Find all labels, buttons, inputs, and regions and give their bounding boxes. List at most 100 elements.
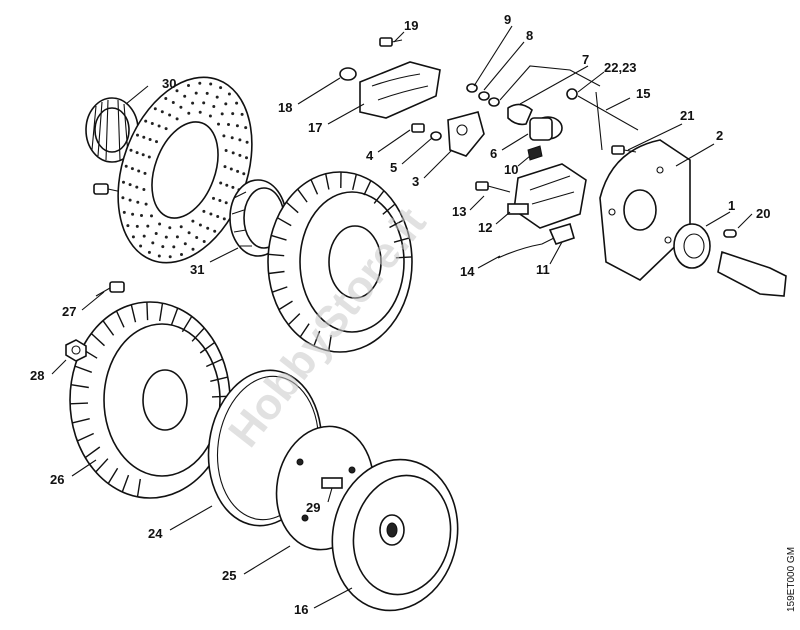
perforation-hole [227, 123, 230, 126]
cooling-fin [352, 174, 357, 191]
perforation-hole [183, 94, 187, 98]
cooling-fin [270, 234, 287, 241]
cooling-fin [199, 341, 216, 354]
perforation-hole [147, 155, 151, 159]
perforation-hole [224, 102, 228, 106]
perforation-hole [147, 250, 151, 254]
reference-code: 159ET000 GM [786, 547, 797, 612]
perforation-hole [168, 255, 172, 259]
perforation-hole [223, 165, 227, 169]
perforation-hole [219, 86, 223, 90]
perforation-hole [240, 112, 244, 116]
finned-rotor-part-26 [69, 301, 231, 499]
perforation-hole [231, 151, 235, 155]
callout-22-23: 22,23 [604, 60, 637, 75]
perforation-hole [144, 202, 148, 206]
washer-part-5 [430, 131, 442, 141]
cooling-fin [313, 330, 321, 347]
callout-27: 27 [62, 304, 76, 319]
perforation-hole [231, 185, 235, 189]
cover-part-17 [359, 61, 441, 119]
perforation-hole [131, 212, 135, 216]
cooling-fin [328, 334, 332, 352]
perforation-hole [154, 232, 158, 235]
screw-part-13 [475, 181, 511, 193]
callout-5: 5 [390, 160, 397, 175]
cooling-fin [70, 384, 89, 389]
perforation-hole [209, 212, 213, 216]
callout-labels: 19 9 8 7 22,23 15 21 2 1 20 18 17 4 5 3 … [30, 12, 770, 617]
callout-1: 1 [728, 198, 735, 213]
perforation-hole [158, 222, 162, 226]
perforation-hole [135, 151, 139, 155]
callout-26: 26 [50, 472, 64, 487]
perforation-hole [175, 117, 179, 121]
callout-16: 16 [294, 602, 308, 617]
callout-3: 3 [412, 174, 419, 189]
perforation-hole [198, 81, 202, 85]
callout-28: 28 [30, 368, 44, 383]
cooling-fin [325, 173, 330, 190]
cooling-fin [72, 418, 90, 424]
cooling-fin [77, 432, 94, 442]
cooling-fin [181, 316, 193, 333]
callout-12: 12 [478, 220, 492, 235]
stator-plate-part-2 [599, 139, 691, 281]
crankshaft-stub [717, 250, 787, 297]
perforation-hole [215, 95, 219, 99]
callout-17: 17 [308, 120, 322, 135]
cooling-fin [170, 307, 179, 326]
perforation-hole [216, 215, 220, 218]
perforation-hole [157, 124, 161, 128]
perforation-hole [139, 244, 143, 248]
perforation-hole [131, 235, 135, 239]
callout-29: 29 [306, 500, 320, 515]
perforation-hole [126, 224, 130, 228]
perforation-hole [191, 247, 195, 251]
perforation-hole [224, 201, 228, 205]
perforation-hole [168, 113, 172, 117]
perforation-hole [179, 225, 183, 229]
callout-15: 15 [636, 86, 650, 101]
perforation-hole [150, 122, 154, 125]
perforation-hole [135, 185, 139, 189]
cooling-fin [363, 180, 372, 196]
cooling-fin [373, 190, 385, 204]
perforation-hole [212, 105, 216, 108]
callout-21: 21 [680, 108, 694, 123]
cooling-fin [299, 323, 310, 338]
perforation-hole [202, 101, 206, 105]
perforation-hole [245, 156, 248, 160]
cooling-fin [206, 358, 223, 368]
callout-20: 20 [756, 206, 770, 221]
perforation-hole [218, 199, 222, 202]
perforation-hole [187, 111, 191, 115]
perforation-hole [229, 167, 233, 171]
perforation-hole [195, 236, 199, 239]
perforation-hole [235, 101, 239, 105]
cooling-fin [130, 304, 137, 323]
perforation-hole [217, 122, 220, 126]
perforation-hole [244, 126, 248, 130]
perforation-hole [191, 101, 195, 105]
perforation-hole [219, 181, 223, 185]
perforation-hole [235, 124, 239, 128]
callout-18: 18 [278, 100, 292, 115]
screw-part-4 [411, 123, 425, 133]
cooling-fin [74, 365, 93, 373]
perforation-hole [155, 140, 158, 144]
callout-7: 7 [582, 52, 589, 67]
screw-part-27 [95, 281, 125, 297]
perforation-hole [205, 91, 209, 95]
cooling-fin [191, 327, 205, 342]
perforation-hole [208, 114, 212, 118]
perforation-hole [220, 112, 224, 116]
ignition-coil-part-12 [507, 163, 587, 229]
perforation-hole [238, 138, 242, 142]
callout-14: 14 [460, 264, 475, 279]
leader-lines [51, 25, 753, 609]
callout-25: 25 [222, 568, 236, 583]
perforation-hole [153, 107, 157, 111]
perforation-hole [175, 89, 179, 93]
